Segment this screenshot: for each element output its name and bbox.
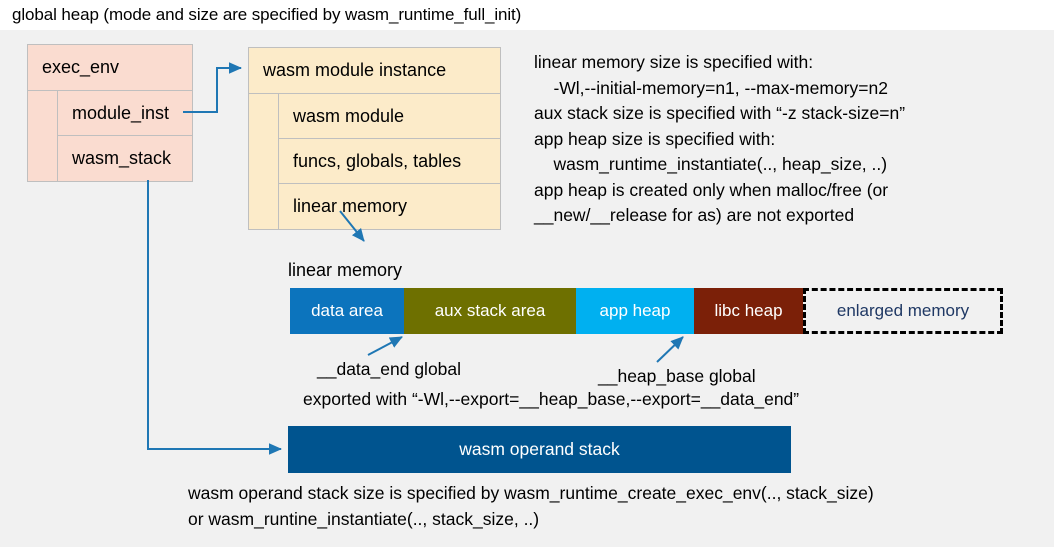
memory-segment-libc-heap: libc heap [694,288,803,334]
memory-segment-data-area: data area [290,288,404,334]
exec-env-gutter [28,91,58,181]
linear-memory-caption: linear memory [288,260,403,280]
operand-stack-note: wasm operand stack size is specified by … [188,483,874,529]
module-instance-row-linear-memory: linear memory [293,196,408,216]
memory-segment-aux-stack-area: aux stack area [404,288,576,334]
page-title: global heap (mode and size are specified… [12,5,522,24]
exec-env-row-wasm-stack: wasm_stack [72,148,172,168]
memory-segment-app-heap: app heap [576,288,694,334]
module-instance-row-wasm-module: wasm module [279,94,500,139]
memory-segment-enlarged-memory: enlarged memory [803,288,1003,334]
module-instance-gutter [249,94,279,229]
annotation-exported-with: exported with “-Wl,--export=__heap_base,… [303,389,800,409]
exec-env-body: module_inst wasm_stack [28,91,192,181]
exec-env-rows: module_inst wasm_stack [58,91,192,181]
wasm-operand-stack-bar: wasm operand stack [288,426,791,473]
annotation-heap-base-global: __heap_base global [598,366,756,386]
wasm-module-instance-box: wasm module instance wasm module funcs, … [248,47,501,230]
module-instance-row-funcs-globals-tables: funcs, globals, tables [279,139,500,184]
annotation-data-end-global: __data_end global [317,359,462,379]
memory-size-note: linear memory size is specified with: -W… [534,52,906,225]
exec-env-row-module-inst: module_inst [58,91,192,136]
wasm-operand-stack-label: wasm operand stack [459,439,620,459]
exec-env-box: exec_env module_inst wasm_stack [27,44,193,182]
module-instance-header: wasm module instance [249,48,500,94]
exec-env-header: exec_env [28,45,192,91]
module-instance-body: wasm module funcs, globals, tables linea… [249,94,500,229]
module-instance-rows: wasm module funcs, globals, tables linea… [279,94,500,229]
linear-memory-bar: data area aux stack area app heap libc h… [290,288,1003,334]
